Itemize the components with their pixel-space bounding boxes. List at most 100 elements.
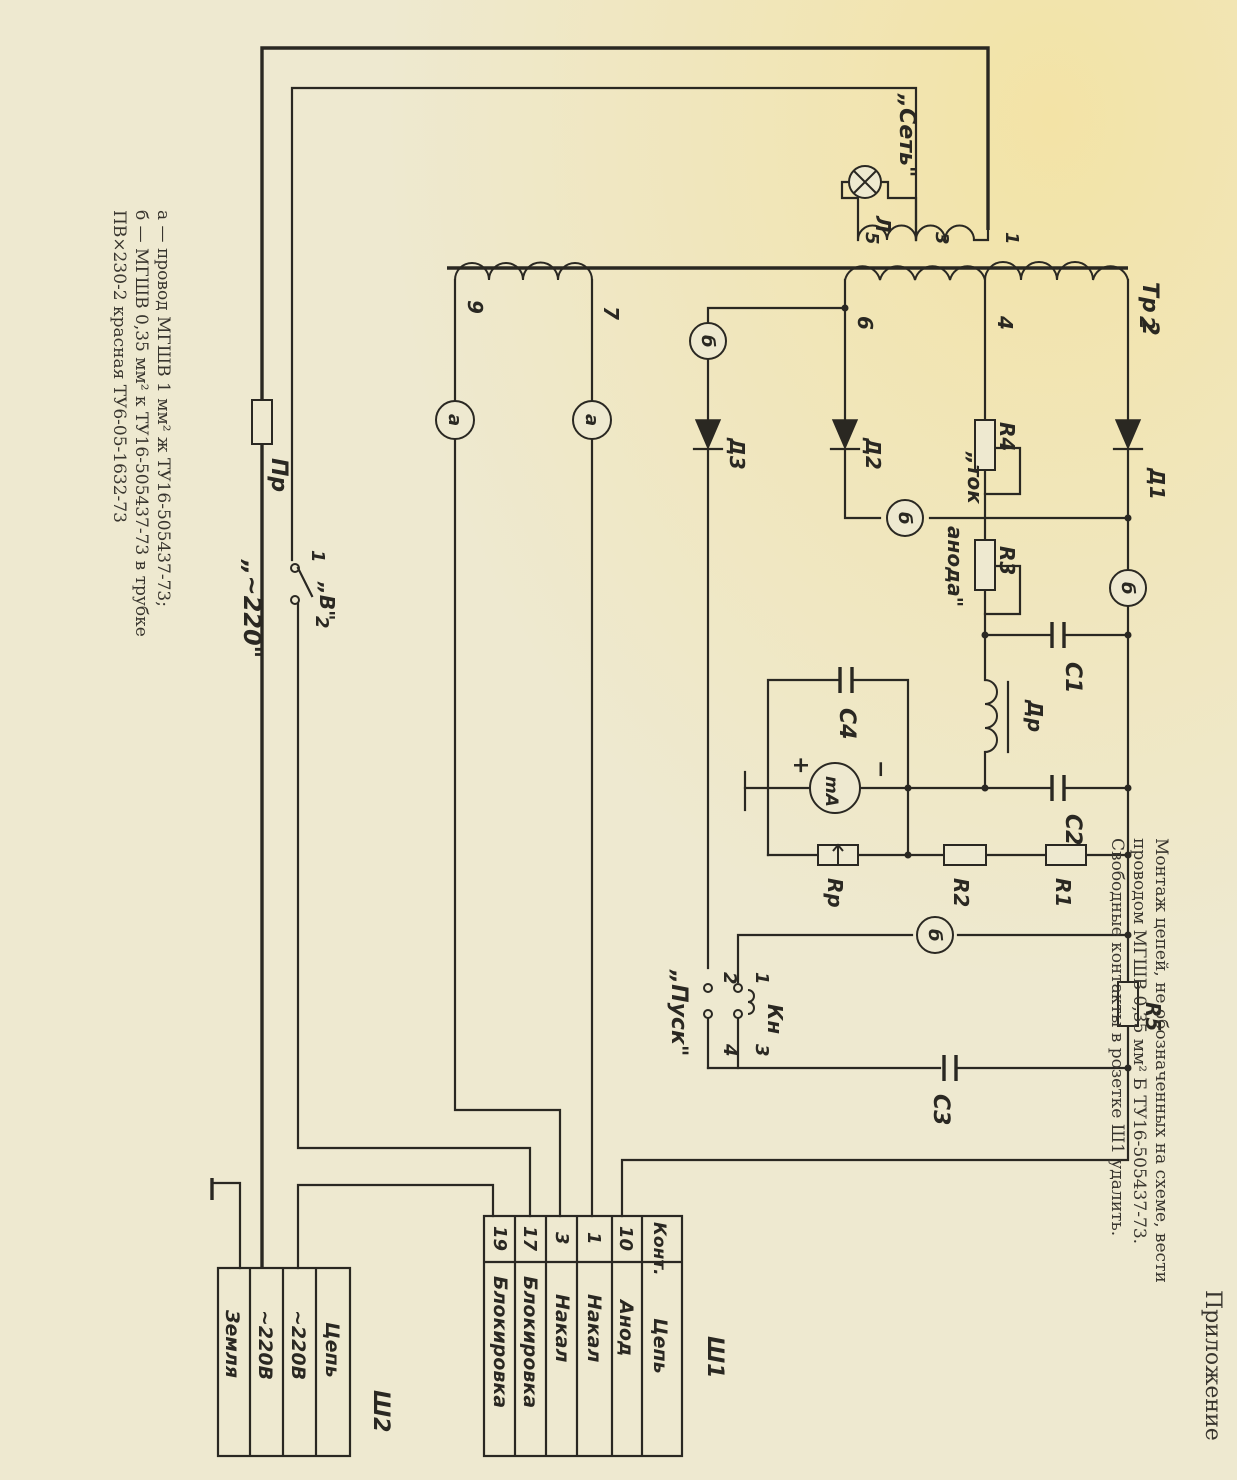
label-r2: R2 — [949, 878, 973, 907]
marker-a-1-letter: а — [581, 414, 602, 426]
component-labels: Тр 2 „Сеть" Л Д1 Д2 Д3 R4 R3 „ток анода"… — [238, 93, 1169, 1125]
filament-wire-9b — [453, 438, 562, 1218]
sh1-row1-contact: 10 — [615, 1226, 636, 1251]
right-note-line-1: Монтаж цепей, не обозначенных на схеме, … — [1151, 838, 1171, 1283]
milliammeter — [809, 762, 861, 814]
push-button-kn — [703, 983, 755, 1019]
label-meter-minus: − — [868, 760, 893, 778]
connector-sh2-table — [216, 1266, 352, 1458]
left-note-line-1: а — провод МГШВ 1 мм² ж ТУ16-505437-73; — [153, 210, 173, 607]
tr2-primary-winding — [857, 224, 990, 242]
label-d3: Д3 — [725, 437, 749, 470]
label-fuse: Пр — [266, 458, 291, 492]
wiring — [210, 46, 1130, 1270]
label-tr2: Тр 2 — [1137, 282, 1162, 336]
pin-kn-2: 2 — [719, 972, 740, 985]
c4-loop-2 — [850, 678, 910, 857]
right-note-line-3: Свободные контакты в розетке Ш1 удалить. — [1107, 838, 1127, 1236]
pin-tr-1: 1 — [1001, 232, 1022, 245]
choke-dr — [984, 679, 1010, 754]
pin-labels: 1 3 5 2 4 6 7 9 1 2 3 4 1 2 — [307, 232, 1159, 1057]
label-kn: Кн — [763, 1004, 787, 1034]
pin-kn-1: 1 — [751, 972, 772, 985]
label-c1: C1 — [1060, 662, 1085, 693]
c4-loop — [766, 678, 842, 857]
pin-tr-4: 4 — [993, 315, 1017, 330]
marker-b-3-letter: б — [1117, 582, 1138, 595]
label-c3: C3 — [928, 1094, 953, 1125]
capacitor-c1 — [1050, 622, 1066, 648]
capacitor-c4 — [838, 667, 854, 693]
label-mains: „~220" — [238, 559, 266, 658]
r4-shunt — [983, 446, 1022, 496]
left-note-line-3: ПВ×230-2 красная ТУ6-05-1632-73 — [109, 210, 129, 523]
mains-wire-b2 — [296, 598, 532, 1218]
resistor-rp — [817, 843, 859, 866]
diode-d2 — [829, 419, 861, 451]
marker-b-1-letter: б — [697, 335, 718, 348]
marker-b-2-letter: б — [894, 512, 915, 525]
diode-d1 — [1112, 419, 1144, 451]
label-d2: Д2 — [861, 437, 885, 470]
pin-tr-5: 5 — [861, 232, 882, 245]
marker-b-3 — [1109, 569, 1147, 607]
tap6-d3-wire — [706, 306, 847, 324]
label-r5: R5 — [1141, 1002, 1165, 1031]
d1-to-node-wire — [620, 448, 1130, 1218]
label-pusk: „Пуск" — [666, 969, 691, 1056]
tr2-secondary-winding — [844, 261, 1129, 281]
pin-tr-7: 7 — [599, 306, 623, 320]
sh2-header: Цепь — [321, 1322, 343, 1378]
marker-a-2 — [435, 400, 475, 440]
sh1-row3-contact: 3 — [551, 1232, 572, 1245]
mains-wire-b — [290, 86, 918, 562]
marker-b-4-letter: б — [924, 929, 945, 942]
right-note-line-2: проводом МГШВ 0,35 мм² Б ТУ16-505437-73. — [1129, 838, 1149, 1244]
label-d1: Д1 — [1145, 467, 1169, 500]
sh1-row3-circuit: Накал — [551, 1294, 573, 1362]
junctions — [841, 304, 1132, 1072]
resistor-r4 — [974, 419, 996, 471]
resistor-r3 — [974, 539, 996, 591]
marker-b-2 — [886, 499, 924, 537]
marker-b-1 — [689, 322, 727, 360]
label-lamp: Л — [871, 215, 895, 233]
label-r4: R4 — [995, 422, 1019, 451]
mains-switch — [290, 563, 314, 605]
sh1-header-contact: Конт. — [649, 1222, 669, 1276]
pin-sw-2: 2 — [311, 616, 332, 629]
sh1-row5-contact: 19 — [489, 1226, 510, 1251]
marker-a-1 — [572, 400, 612, 440]
marker-b-4 — [916, 916, 954, 954]
d2-down-wire — [843, 448, 882, 520]
notes-text: Приложение Монтаж цепей, не обозначенных… — [109, 210, 1225, 1441]
resistor-r1 — [1045, 844, 1087, 866]
label-rp: Rр — [823, 878, 847, 908]
sh2-row3: Земля — [221, 1309, 243, 1378]
sh1-header-circuit: Цепь — [649, 1318, 671, 1374]
capacitor-c3 — [942, 1055, 958, 1081]
label-r1: R1 — [1051, 878, 1075, 907]
r3-shunt — [983, 564, 1022, 616]
appendix-title: Приложение — [1200, 1290, 1225, 1441]
mains-wire-a — [260, 46, 990, 1268]
label-c4: C4 — [834, 708, 859, 739]
label-switch: „В" — [315, 581, 339, 621]
sh2-title: Ш2 — [368, 1390, 393, 1433]
earth-wire — [210, 1181, 242, 1270]
diode-d3 — [692, 419, 724, 451]
label-r3: R3 — [995, 546, 1019, 575]
tr2-filament-winding — [454, 261, 593, 281]
wire-markers — [435, 322, 1147, 954]
sh2-feed-wire — [296, 1183, 495, 1270]
resistor-r2 — [943, 844, 987, 866]
fuse-pr — [251, 399, 273, 445]
label-anode-current-2: анода" — [943, 526, 967, 607]
pin-kn-3: 3 — [751, 1044, 772, 1057]
b-marker-wire — [736, 933, 914, 984]
left-note-line-2: б — МГШВ 0,35 мм² к ТУ16-505437-73 в тру… — [131, 210, 151, 637]
sh2-row1: ~220В — [287, 1310, 309, 1380]
sh1-row4-circuit: Блокировка — [519, 1276, 541, 1408]
pin-tr-3: 3 — [931, 232, 952, 245]
